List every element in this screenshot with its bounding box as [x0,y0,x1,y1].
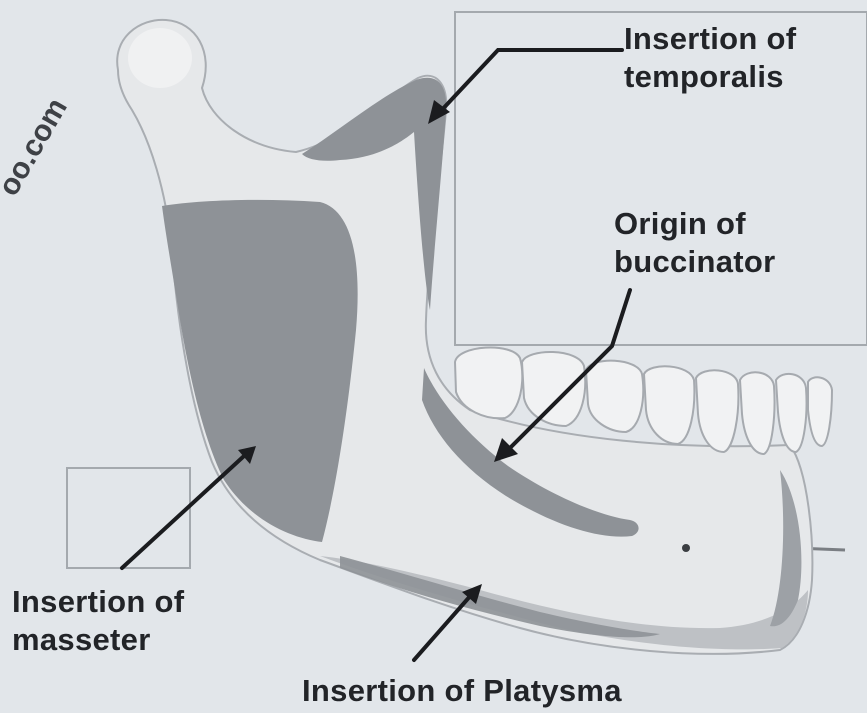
tooth [522,352,585,426]
label-masseter-line2: masseter [12,621,184,659]
label-masseter-line1: Insertion of [12,583,184,621]
inset-box-left [67,468,190,568]
label-buccinator-line2: buccinator [614,243,775,281]
tooth [696,370,738,452]
temporalis-leader-line [438,50,622,114]
tooth [644,366,694,444]
tooth [586,361,643,432]
label-temporalis: Insertion of temporalis [624,20,796,96]
label-platysma: Insertion of Platysma [302,672,622,710]
label-masseter: Insertion of masseter [12,583,184,659]
tooth [740,372,775,454]
mental-foramen-dot [682,544,690,552]
masseter-leader-line [122,456,244,568]
label-buccinator: Origin of buccinator [614,205,775,281]
label-temporalis-line1: Insertion of [624,20,796,58]
label-temporalis-line2: temporalis [624,58,796,96]
masseter-insertion-area [162,200,358,542]
tooth [776,374,807,452]
label-buccinator-line1: Origin of [614,205,775,243]
tooth [808,377,832,446]
condyle-highlight [128,28,192,88]
